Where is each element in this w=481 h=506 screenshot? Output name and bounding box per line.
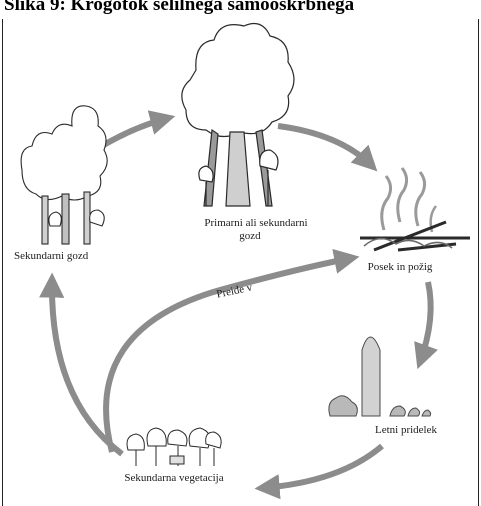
label-secondary-vegetation: Sekundarna vegetacija bbox=[124, 472, 223, 484]
secondary-vegetation-illustration bbox=[127, 428, 221, 466]
arrow-primary-to-clearing bbox=[278, 126, 372, 166]
label-secondary-forest: Sekundarni gozd bbox=[14, 250, 89, 262]
label-clearing-fire: Posek in požig bbox=[368, 261, 433, 273]
annual-crop-illustration bbox=[329, 337, 431, 416]
secondary-forest-illustration bbox=[21, 106, 107, 244]
arrow-clearing-to-crop bbox=[420, 282, 431, 362]
label-transition: Preide v bbox=[215, 281, 254, 300]
clearing-fire-illustration bbox=[360, 168, 470, 250]
label-primary-forest-line1: Primarni ali sekundarni bbox=[204, 217, 307, 229]
label-primary-forest-line2: gozd bbox=[239, 230, 261, 242]
primary-forest-illustration bbox=[182, 24, 294, 206]
label-annual-crop: Letni pridelek bbox=[375, 424, 438, 436]
arrow-crop-to-vegetation bbox=[262, 446, 382, 488]
